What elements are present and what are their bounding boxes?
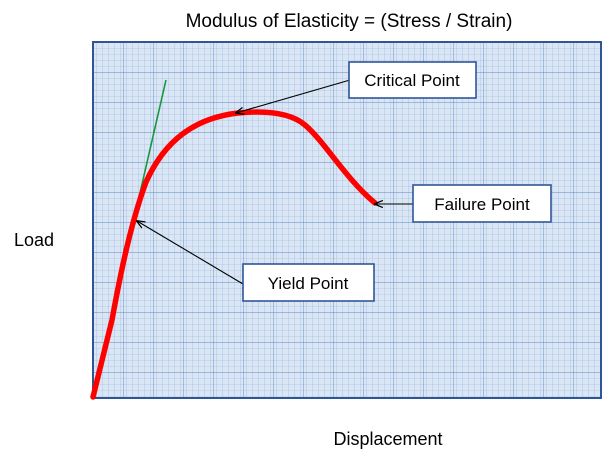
- yield-point-arrow: [137, 221, 244, 285]
- critical-point-arrow: [236, 79, 351, 113]
- plot-frame: [92, 41, 602, 399]
- critical-point-callout: Critical Point: [236, 61, 477, 113]
- yield-point-callout: Yield Point: [137, 221, 375, 302]
- yield-point-label: Yield Point: [268, 274, 349, 293]
- failure-point-label: Failure Point: [434, 195, 530, 214]
- y-axis-label: Load: [14, 230, 54, 250]
- yield-point-box: [242, 263, 375, 302]
- diagram-title: Modulus of Elasticity = (Stress / Strain…: [186, 11, 513, 32]
- load-displacement-curve: [90, 109, 378, 400]
- failure-point-box: [412, 184, 552, 223]
- critical-point-box: [348, 61, 477, 99]
- x-axis-label: Displacement: [333, 429, 442, 449]
- failure-point-callout: Failure Point: [375, 184, 552, 223]
- critical-point-label: Critical Point: [364, 71, 460, 90]
